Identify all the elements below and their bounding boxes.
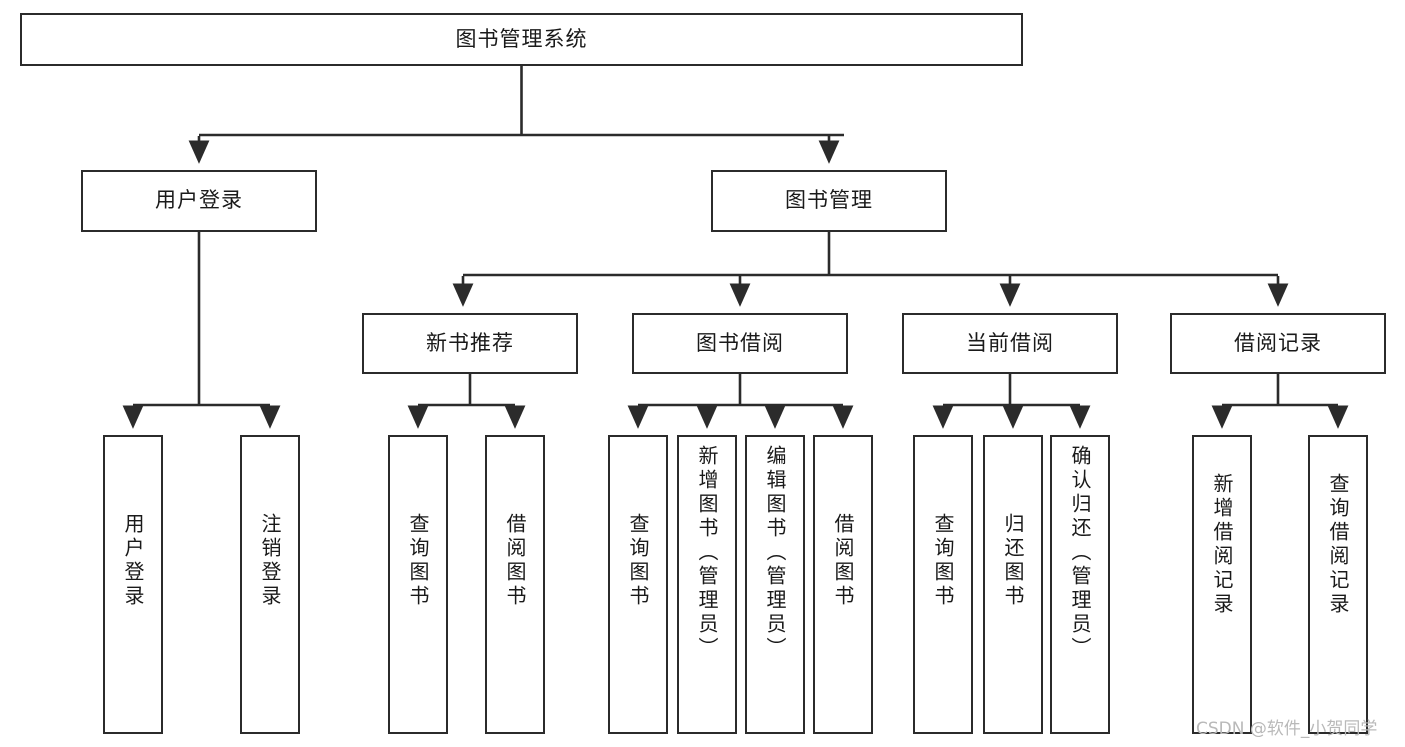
- node-leaf-confirm-return[interactable]: 确认归还（管理员）: [1050, 435, 1110, 734]
- node-book-management-label: 图书管理: [785, 188, 873, 213]
- node-leaf-query-book-recommend[interactable]: 查询图书: [388, 435, 448, 734]
- edge-bookmgmt-to-level3: [452, 232, 1289, 307]
- node-leaf-query-book-current[interactable]: 查询图书: [913, 435, 973, 734]
- node-leaf-add-book-label: 新增图书（管理员）: [695, 445, 719, 661]
- node-book-borrow-label: 图书借阅: [696, 330, 784, 355]
- edge-userlogin-to-leaves: [122, 232, 281, 429]
- edge-newbook-to-leaves: [407, 374, 526, 429]
- node-root-system-label: 图书管理系统: [455, 26, 588, 51]
- node-new-book-recommend[interactable]: 新书推荐: [362, 313, 578, 374]
- node-borrow-record-label: 借阅记录: [1234, 330, 1322, 355]
- node-book-management[interactable]: 图书管理: [711, 170, 947, 232]
- csdn-watermark: CSDN @软件_小贺同学: [1196, 719, 1378, 739]
- node-borrow-record[interactable]: 借阅记录: [1170, 313, 1386, 374]
- node-current-borrow-label: 当前借阅: [966, 330, 1054, 355]
- node-leaf-return-book-label: 归还图书: [1001, 513, 1025, 609]
- node-leaf-query-book-borrow-label: 查询图书: [626, 513, 650, 609]
- node-current-borrow[interactable]: 当前借阅: [902, 313, 1118, 374]
- edge-root-to-level2: [188, 66, 844, 164]
- node-leaf-confirm-return-label: 确认归还（管理员）: [1068, 445, 1092, 661]
- node-leaf-logout-login[interactable]: 注销登录: [240, 435, 300, 734]
- node-user-login[interactable]: 用户登录: [81, 170, 317, 232]
- edge-borrowrecord-to-leaves: [1211, 374, 1349, 429]
- edge-bookborrow-to-leaves: [627, 374, 854, 429]
- node-leaf-borrow-book-recommend[interactable]: 借阅图书: [485, 435, 545, 734]
- node-leaf-borrow-book[interactable]: 借阅图书: [813, 435, 873, 734]
- node-leaf-query-borrow-record[interactable]: 查询借阅记录: [1308, 435, 1368, 734]
- node-book-borrow[interactable]: 图书借阅: [632, 313, 848, 374]
- node-leaf-query-book-current-label: 查询图书: [931, 513, 955, 609]
- node-leaf-add-borrow-record[interactable]: 新增借阅记录: [1192, 435, 1252, 734]
- node-user-login-label: 用户登录: [155, 188, 243, 213]
- node-leaf-query-borrow-record-label: 查询借阅记录: [1326, 473, 1350, 617]
- node-leaf-edit-book-label: 编辑图书（管理员）: [763, 445, 787, 661]
- node-leaf-user-login[interactable]: 用户登录: [103, 435, 163, 734]
- node-leaf-borrow-book-recommend-label: 借阅图书: [503, 513, 527, 609]
- node-leaf-query-book-recommend-label: 查询图书: [406, 513, 430, 609]
- node-leaf-add-borrow-record-label: 新增借阅记录: [1210, 473, 1234, 617]
- node-leaf-return-book[interactable]: 归还图书: [983, 435, 1043, 734]
- node-leaf-user-login-label: 用户登录: [121, 513, 145, 609]
- node-leaf-add-book[interactable]: 新增图书（管理员）: [677, 435, 737, 734]
- node-root-system[interactable]: 图书管理系统: [20, 13, 1023, 66]
- node-leaf-borrow-book-label: 借阅图书: [831, 513, 855, 609]
- node-leaf-edit-book[interactable]: 编辑图书（管理员）: [745, 435, 805, 734]
- node-new-book-recommend-label: 新书推荐: [426, 330, 514, 355]
- node-leaf-logout-login-label: 注销登录: [258, 513, 282, 609]
- node-leaf-query-book-borrow[interactable]: 查询图书: [608, 435, 668, 734]
- edge-currentborrow-to-leaves: [932, 374, 1091, 429]
